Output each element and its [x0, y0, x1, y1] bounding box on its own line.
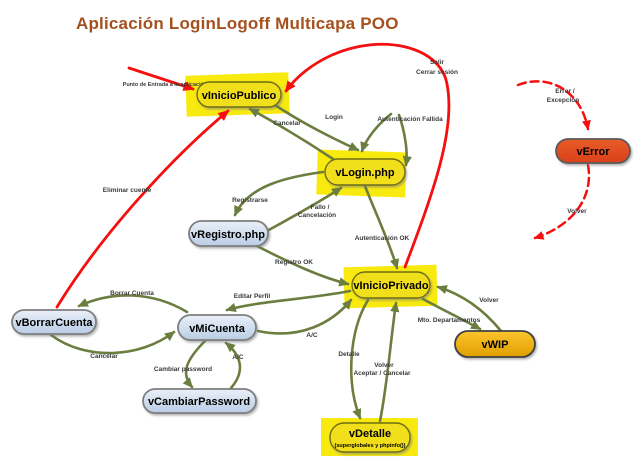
node-vLogin: vLogin.php [324, 158, 406, 186]
node-label-vRegistro: vRegistro.php [191, 229, 265, 241]
edge-label-ac-micuenta: A/C [306, 332, 318, 339]
edge-label-error-2: Excepción [547, 97, 580, 104]
edge-ac-micuenta [256, 298, 353, 335]
edge-login [270, 101, 360, 152]
edge-label-fallo-1: Fallo / [311, 204, 330, 211]
edge-label-auth-fallida: Autenticación Fallida [377, 116, 443, 123]
edge-label-fallo-2: Cancelación [298, 212, 336, 219]
edge-label-volver-error: Volver [567, 208, 587, 215]
node-label-vLogin: vLogin.php [335, 167, 395, 179]
node-label-vCambiarPassword: vCambiarPassword [148, 396, 250, 408]
edge-eliminar-cuenta [55, 109, 230, 309]
node-vMiCuenta: vMiCuenta [177, 314, 257, 341]
node-shape-vInicioPrivado [351, 271, 431, 299]
node-label-vBorrarCuenta: vBorrarCuenta [15, 317, 93, 329]
edge-label-detalle: Detalle [338, 351, 360, 358]
node-vRegistro: vRegistro.php [188, 220, 269, 247]
edge-label-cambiar-password: Cambiar password [154, 366, 212, 373]
edge-label-volver-detalle-1: Volver [374, 362, 394, 369]
node-label-vInicioPrivado: vInicioPrivado [353, 280, 428, 292]
edge-editar-perfil [225, 289, 352, 313]
edge-label-cancelar: Cancelar [273, 120, 301, 127]
edge-label-salir-2: Cerrar sesión [416, 69, 458, 76]
page-title: Aplicación LoginLogoff Multicapa POO [76, 14, 399, 33]
edge-label-eliminar: Eliminar cuente [103, 187, 152, 194]
edge-cancelar-borrar [49, 330, 176, 355]
edge-detalle [349, 298, 370, 420]
node-vDetalle: vDetalle (superglobales y phpinfo()) [329, 422, 411, 453]
edge-borrar-cuenta [77, 294, 189, 314]
node-shape-vWIP [454, 330, 536, 358]
edge-label-volver-detalle-2: Aceptar / Cancelar [353, 370, 411, 377]
edge-registro-ok [253, 243, 350, 287]
edge-auth-ok [363, 184, 400, 270]
edge-fallo-cancelacion [265, 186, 343, 233]
edge-cambiar-password [182, 339, 207, 389]
node-label-vInicioPublico: vInicioPublico [202, 90, 277, 102]
edge-label-editar-perfil: Editar Perfil [234, 293, 271, 300]
node-vWIP: vWIP [454, 330, 536, 358]
node-shape-vMiCuenta [177, 314, 257, 341]
edge-mto-departamentos [421, 297, 482, 331]
edge-auth-fallida-left [360, 112, 393, 153]
edge-cancelar-login [248, 107, 335, 161]
edge-ac-password [224, 341, 242, 390]
edge-entry-arrow [127, 66, 195, 91]
edge-label-login: Login [325, 114, 343, 121]
edge-label-volver-wip: Volver [479, 297, 499, 304]
node-shape-vInicioPublico [196, 81, 282, 108]
node-vBorrarCuenta: vBorrarCuenta [11, 309, 97, 335]
edge-label-entry: Punto de Entrada a la aplicación [123, 82, 208, 88]
edge-auth-fallida-right [397, 113, 412, 167]
node-shape-vBorrarCuenta [11, 309, 97, 335]
node-label-vError: vError [576, 146, 610, 158]
edge-label-error-1: Error / [555, 88, 575, 95]
edge-label-mto-departamentos: Mto. Departamentos [418, 317, 481, 324]
edge-label-salir-1: Salir [430, 59, 445, 66]
node-shape-vCambiarPassword [142, 388, 257, 414]
node-label-vWIP: vWIP [482, 339, 509, 351]
node-shape-vError [555, 138, 631, 164]
edge-label-registrarse: Registrarse [232, 197, 268, 204]
edge-volver-wip [436, 285, 503, 333]
node-vCambiarPassword: vCambiarPassword [142, 388, 257, 414]
edge-label-auth-ok: Autenticación OK [355, 235, 410, 242]
node-shape-vRegistro [188, 220, 269, 247]
edge-label-borrar-cuenta: Borrar Cuenta [110, 290, 154, 297]
edge-volver-detalle [378, 301, 400, 423]
node-label-vMiCuenta: vMiCuenta [189, 323, 246, 335]
edge-label-registro-ok: Registro OK [275, 259, 313, 266]
node-shape-vLogin [324, 158, 406, 186]
edge-registrarse [233, 170, 325, 217]
edge-label-cancelar-borrar: Cancelar [90, 353, 118, 360]
node-shape-vDetalle [329, 422, 411, 453]
node-label-vDetalle: vDetalle [349, 428, 391, 440]
node-vError: vError [555, 138, 631, 164]
node-vInicioPublico: vInicioPublico [196, 81, 282, 108]
edge-volver-error [533, 163, 591, 240]
node-vInicioPrivado: vInicioPrivado [351, 271, 431, 299]
edge-label-ac-password: A/C [232, 354, 244, 361]
edge-salir-cerrar-sesion [284, 42, 451, 269]
edge-error-excepcion [516, 80, 591, 131]
node-sublabel-vDetalle: (superglobales y phpinfo()) [335, 443, 406, 449]
